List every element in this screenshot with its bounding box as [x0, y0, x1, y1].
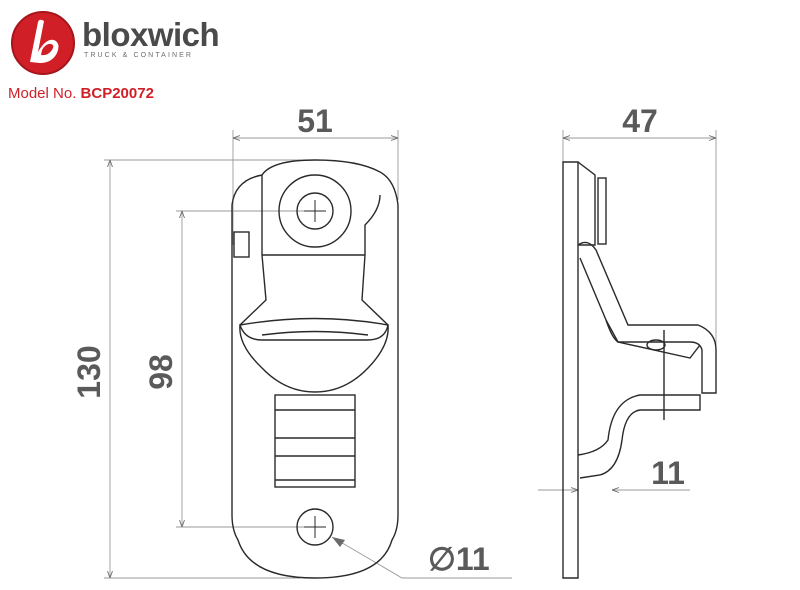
bloxwich-logo-icon	[11, 11, 75, 75]
side-plate	[562, 161, 579, 579]
brand-name: bloxwich	[82, 16, 220, 53]
front-side-tab	[233, 231, 250, 258]
brand-tagline: TRUCK & CONTAINER	[84, 52, 194, 59]
front-plate-outline	[231, 159, 399, 579]
diameter-leader	[331, 536, 512, 579]
diameter-dim-text: ∅11	[428, 541, 490, 577]
side-arm-slot	[646, 339, 666, 351]
front-lower-latch	[274, 394, 356, 488]
front-hinge-bracket	[239, 175, 389, 393]
top-pivot-outer	[278, 174, 352, 248]
front-cam-handle	[239, 317, 389, 341]
model-number-line: Model No. BCP20072	[8, 86, 154, 101]
side-view	[562, 161, 717, 579]
bottom-hole	[296, 508, 334, 546]
side-top-cap	[577, 161, 596, 246]
model-label: Model No.	[8, 85, 77, 102]
front-cam-ridge	[261, 330, 369, 336]
offset-dim-text: 11	[651, 455, 685, 491]
side-foot	[577, 394, 701, 479]
model-number: BCP20072	[80, 85, 154, 102]
side-pivot-pin	[597, 177, 607, 245]
side-arm	[577, 241, 717, 394]
spacing-dim-text: 98	[143, 354, 179, 390]
front-view	[231, 159, 399, 579]
top-pivot-inner	[296, 192, 334, 230]
depth-dim-text: 47	[622, 103, 658, 139]
width-dim-text: 51	[297, 103, 333, 139]
height-dim-text: 130	[71, 345, 107, 398]
